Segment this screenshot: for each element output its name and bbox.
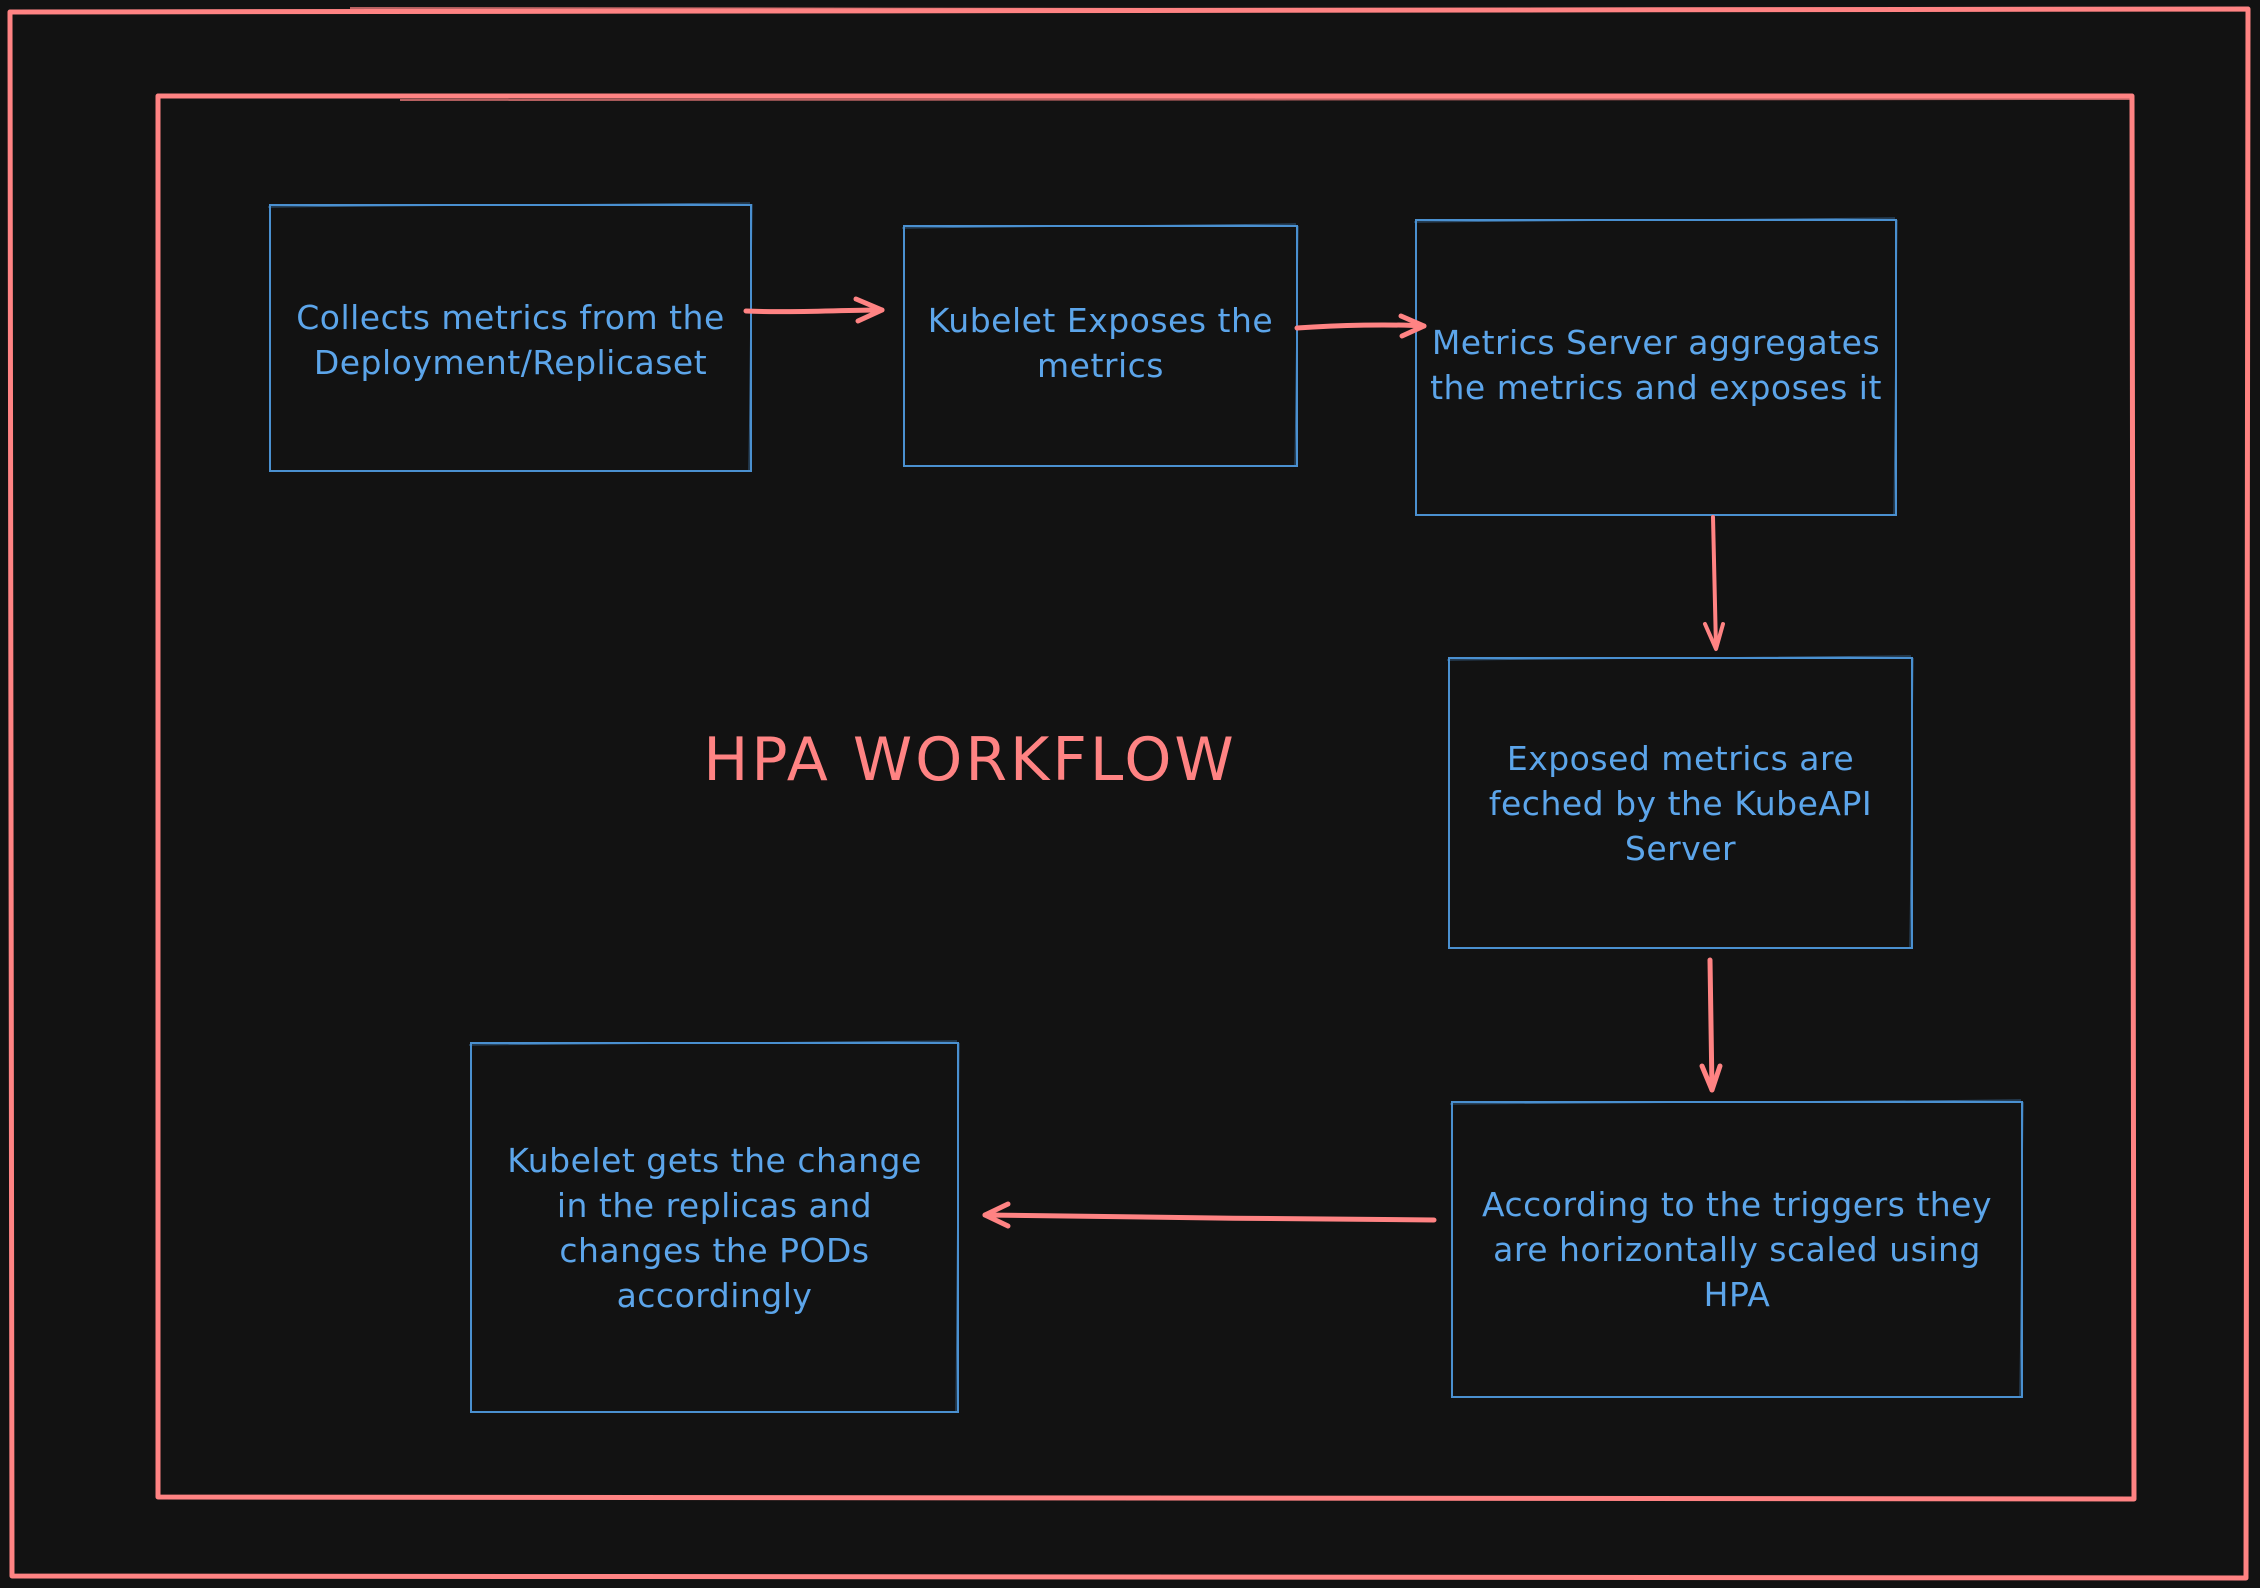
node-box-metrics-server[interactable] <box>1413 217 1898 516</box>
node-box-hpa-scale[interactable] <box>1449 1099 2024 1398</box>
node-box-collect[interactable] <box>267 202 753 472</box>
arrow-hpa-scale-to-kubelet-pods <box>982 1201 1437 1229</box>
node-text-kubelet-expose: Kubelet Exposes the metrics <box>927 301 1274 385</box>
node-text-kubelet-pods: Kubelet gets the change in the replicas … <box>507 1140 922 1315</box>
outer-frame-sketch <box>349 7 2241 11</box>
arrow-kubelet-expose-to-metrics-server <box>1294 313 1427 339</box>
node-box-kubelet-pods[interactable] <box>468 1040 960 1413</box>
node-text-metrics-server: Metrics Server aggregates the metrics an… <box>1430 323 1882 407</box>
node-text-hpa-scale: According to the triggers they are horiz… <box>1482 1185 1992 1314</box>
inner-frame-sketch <box>399 98 2131 101</box>
node-box-kubeapi-fetch[interactable] <box>1446 655 1914 949</box>
diagram-title: HPA WORKFLOW <box>703 725 1237 795</box>
arrow-collect-to-kubelet-expose <box>743 296 885 324</box>
node-text-kubeapi-fetch: Exposed metrics are feched by the KubeAP… <box>1488 738 1873 868</box>
inner-frame <box>155 93 2137 1502</box>
arrow-metrics-server-to-kubeapi-fetch <box>1703 515 1725 651</box>
node-box-kubelet-expose[interactable] <box>901 223 1299 467</box>
node-text-collect: Collects metrics from the Deployment/Rep… <box>296 298 725 382</box>
arrow-kubeapi-fetch-to-hpa-scale <box>1699 957 1723 1093</box>
